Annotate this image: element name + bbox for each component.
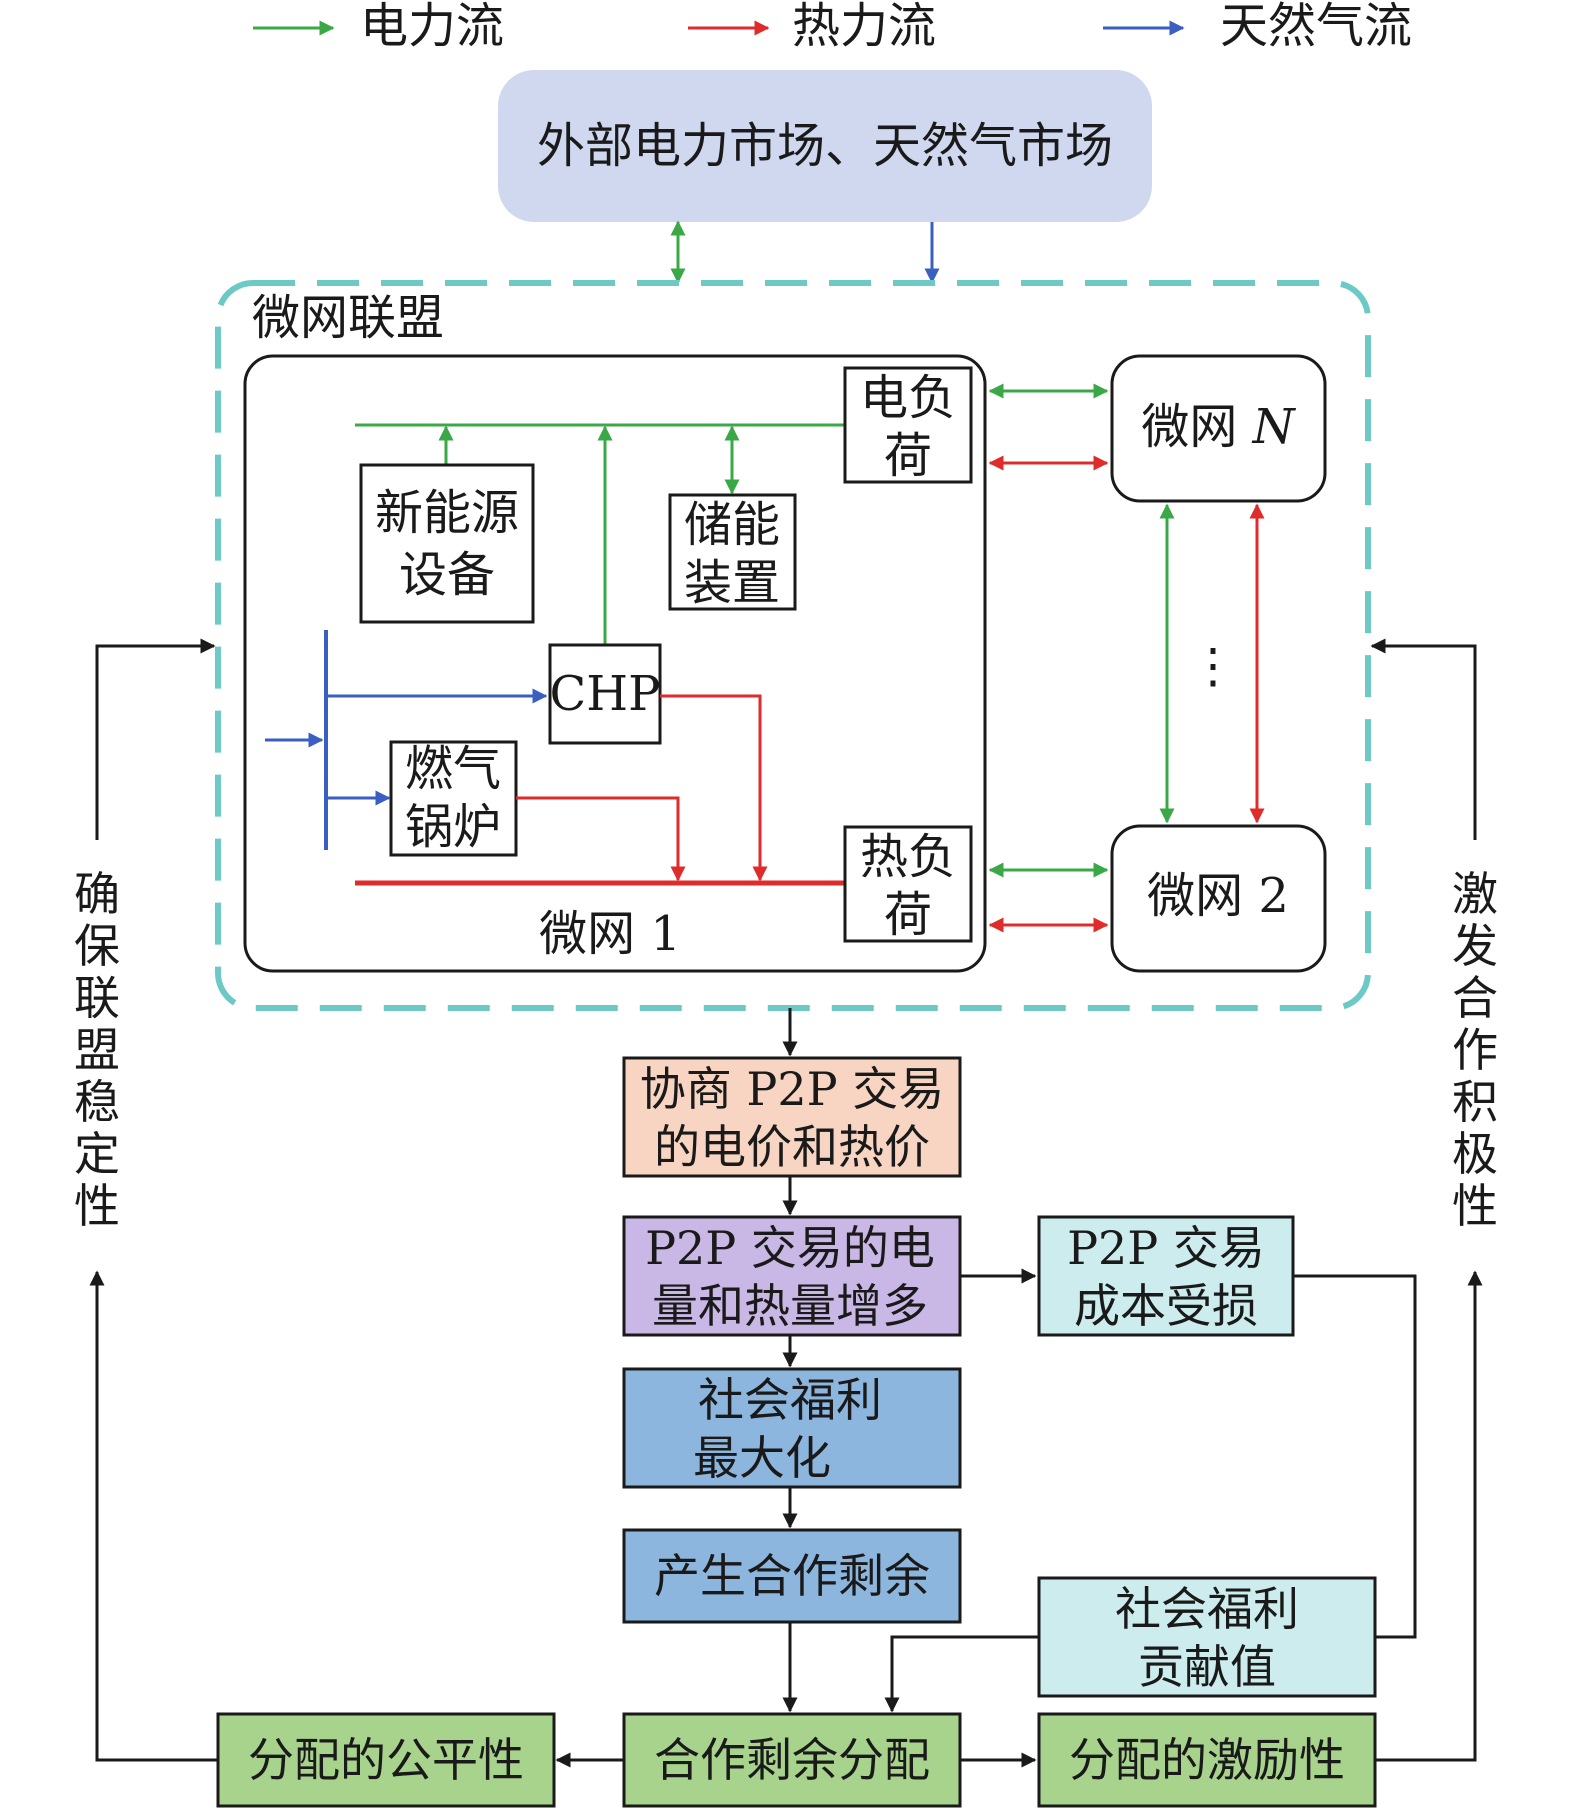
fairness-feedback-line	[89, 1270, 218, 1762]
boiler-heat-line	[516, 796, 686, 882]
right-side-char: 积	[1452, 1075, 1498, 1129]
left-feedback-to-alliance	[95, 638, 216, 840]
right-side-label: 激 发 合 作 积 极 性	[1452, 867, 1498, 1233]
left-side-char: 保	[74, 919, 120, 973]
welfare-max-label-1: 社会福利	[698, 1373, 882, 1427]
storage-device-label-2: 装置	[684, 555, 780, 611]
welfare-contribution-label-2: 贡献值	[1138, 1640, 1276, 1694]
left-side-char: 稳	[74, 1075, 120, 1129]
microgrid-1-label: 微网 1	[539, 906, 681, 962]
trade-cost-label-1: P2P 交易	[1067, 1221, 1265, 1275]
microgrid-n-suffix: N	[1252, 399, 1297, 455]
trade-increase-box	[622, 1215, 962, 1337]
chp-label: CHP	[550, 666, 661, 722]
right-side-char: 作	[1452, 1023, 1498, 1077]
alliance-border	[215, 280, 1371, 1011]
incentive-label: 分配的激励性	[1069, 1733, 1345, 1787]
right-side-char: 极	[1452, 1127, 1498, 1181]
welfare-max-label-2: 最大化	[693, 1431, 831, 1485]
left-side-char: 盟	[74, 1023, 120, 1077]
gas-boiler-label-1: 燃气	[405, 741, 501, 797]
heat-load-box	[843, 825, 973, 943]
welfare-contribution-box	[1037, 1576, 1377, 1698]
heat-load-label-1: 热负	[860, 829, 956, 885]
right-side-char: 性	[1452, 1179, 1498, 1233]
fairness-label: 分配的公平性	[248, 1733, 524, 1787]
chp-heat-line	[660, 694, 768, 882]
legend: 电力流 热力流 天然气流	[253, 0, 1412, 54]
legend-electric-label: 电力流	[360, 0, 504, 54]
allocation-label: 合作剩余分配	[654, 1733, 930, 1787]
electric-load-label-2: 荷	[884, 428, 932, 484]
negotiate-price-box	[622, 1056, 962, 1178]
microgrid-2-label: 微网 2	[1147, 868, 1289, 924]
left-side-char: 联	[74, 971, 120, 1025]
fairness-box	[216, 1712, 556, 1808]
right-side-char: 合	[1452, 971, 1498, 1025]
surplus-box	[622, 1528, 962, 1624]
left-side-char: 性	[74, 1179, 120, 1233]
renewable-device-box	[359, 463, 535, 624]
renewable-device-label-2: 设备	[399, 547, 495, 603]
microgrid-n-label: 微网 N	[1141, 399, 1296, 455]
right-feedback-to-alliance	[1370, 638, 1477, 840]
storage-device-box	[668, 493, 797, 611]
negotiate-price-label-1: 协商 P2P 交易	[640, 1062, 944, 1116]
welfare-contribution-label-1: 社会福利	[1115, 1582, 1299, 1636]
chp-box	[548, 643, 662, 745]
microgrid-ellipsis: ⋮	[1189, 638, 1237, 694]
left-side-char: 确	[74, 867, 120, 921]
microgrid-n-prefix: 微网	[1141, 399, 1252, 455]
legend-gas-label: 天然气流	[1220, 0, 1412, 54]
welfare-max-box	[622, 1367, 962, 1489]
renewable-device-label-1: 新能源	[375, 485, 519, 541]
external-market-box	[498, 70, 1152, 222]
negotiate-price-label-2: 的电价和热价	[654, 1120, 930, 1174]
electric-load-box	[843, 366, 973, 484]
trade-increase-label-2: 量和热量增多	[652, 1279, 928, 1333]
gas-boiler-box	[389, 740, 518, 857]
right-side-char: 激	[1452, 867, 1498, 921]
incentive-feedback-line	[1375, 1270, 1483, 1762]
contribution-to-allocation-arrow	[884, 1635, 1039, 1713]
alliance-label: 微网联盟	[252, 290, 444, 346]
left-side-label: 确 保 联 盟 稳 定 性	[74, 867, 120, 1233]
cost-to-contribution-line	[1293, 1274, 1417, 1639]
surplus-label: 产生合作剩余	[654, 1549, 930, 1603]
heat-load-label-2: 荷	[884, 887, 932, 943]
left-side-char: 定	[74, 1127, 120, 1181]
electric-load-label-1: 电负	[860, 370, 956, 426]
trade-increase-label-1: P2P 交易的电	[645, 1221, 935, 1275]
trade-cost-label-2: 成本受损	[1074, 1279, 1258, 1333]
gas-boiler-label-2: 锅炉	[405, 799, 501, 855]
external-market-label: 外部电力市场、天然气市场	[537, 118, 1113, 174]
storage-device-label-1: 储能	[684, 497, 780, 553]
microgrid-2-box	[1110, 824, 1327, 973]
legend-heat-label: 热力流	[792, 0, 936, 54]
right-side-char: 发	[1452, 919, 1498, 973]
microgrid-n-box	[1110, 354, 1327, 503]
